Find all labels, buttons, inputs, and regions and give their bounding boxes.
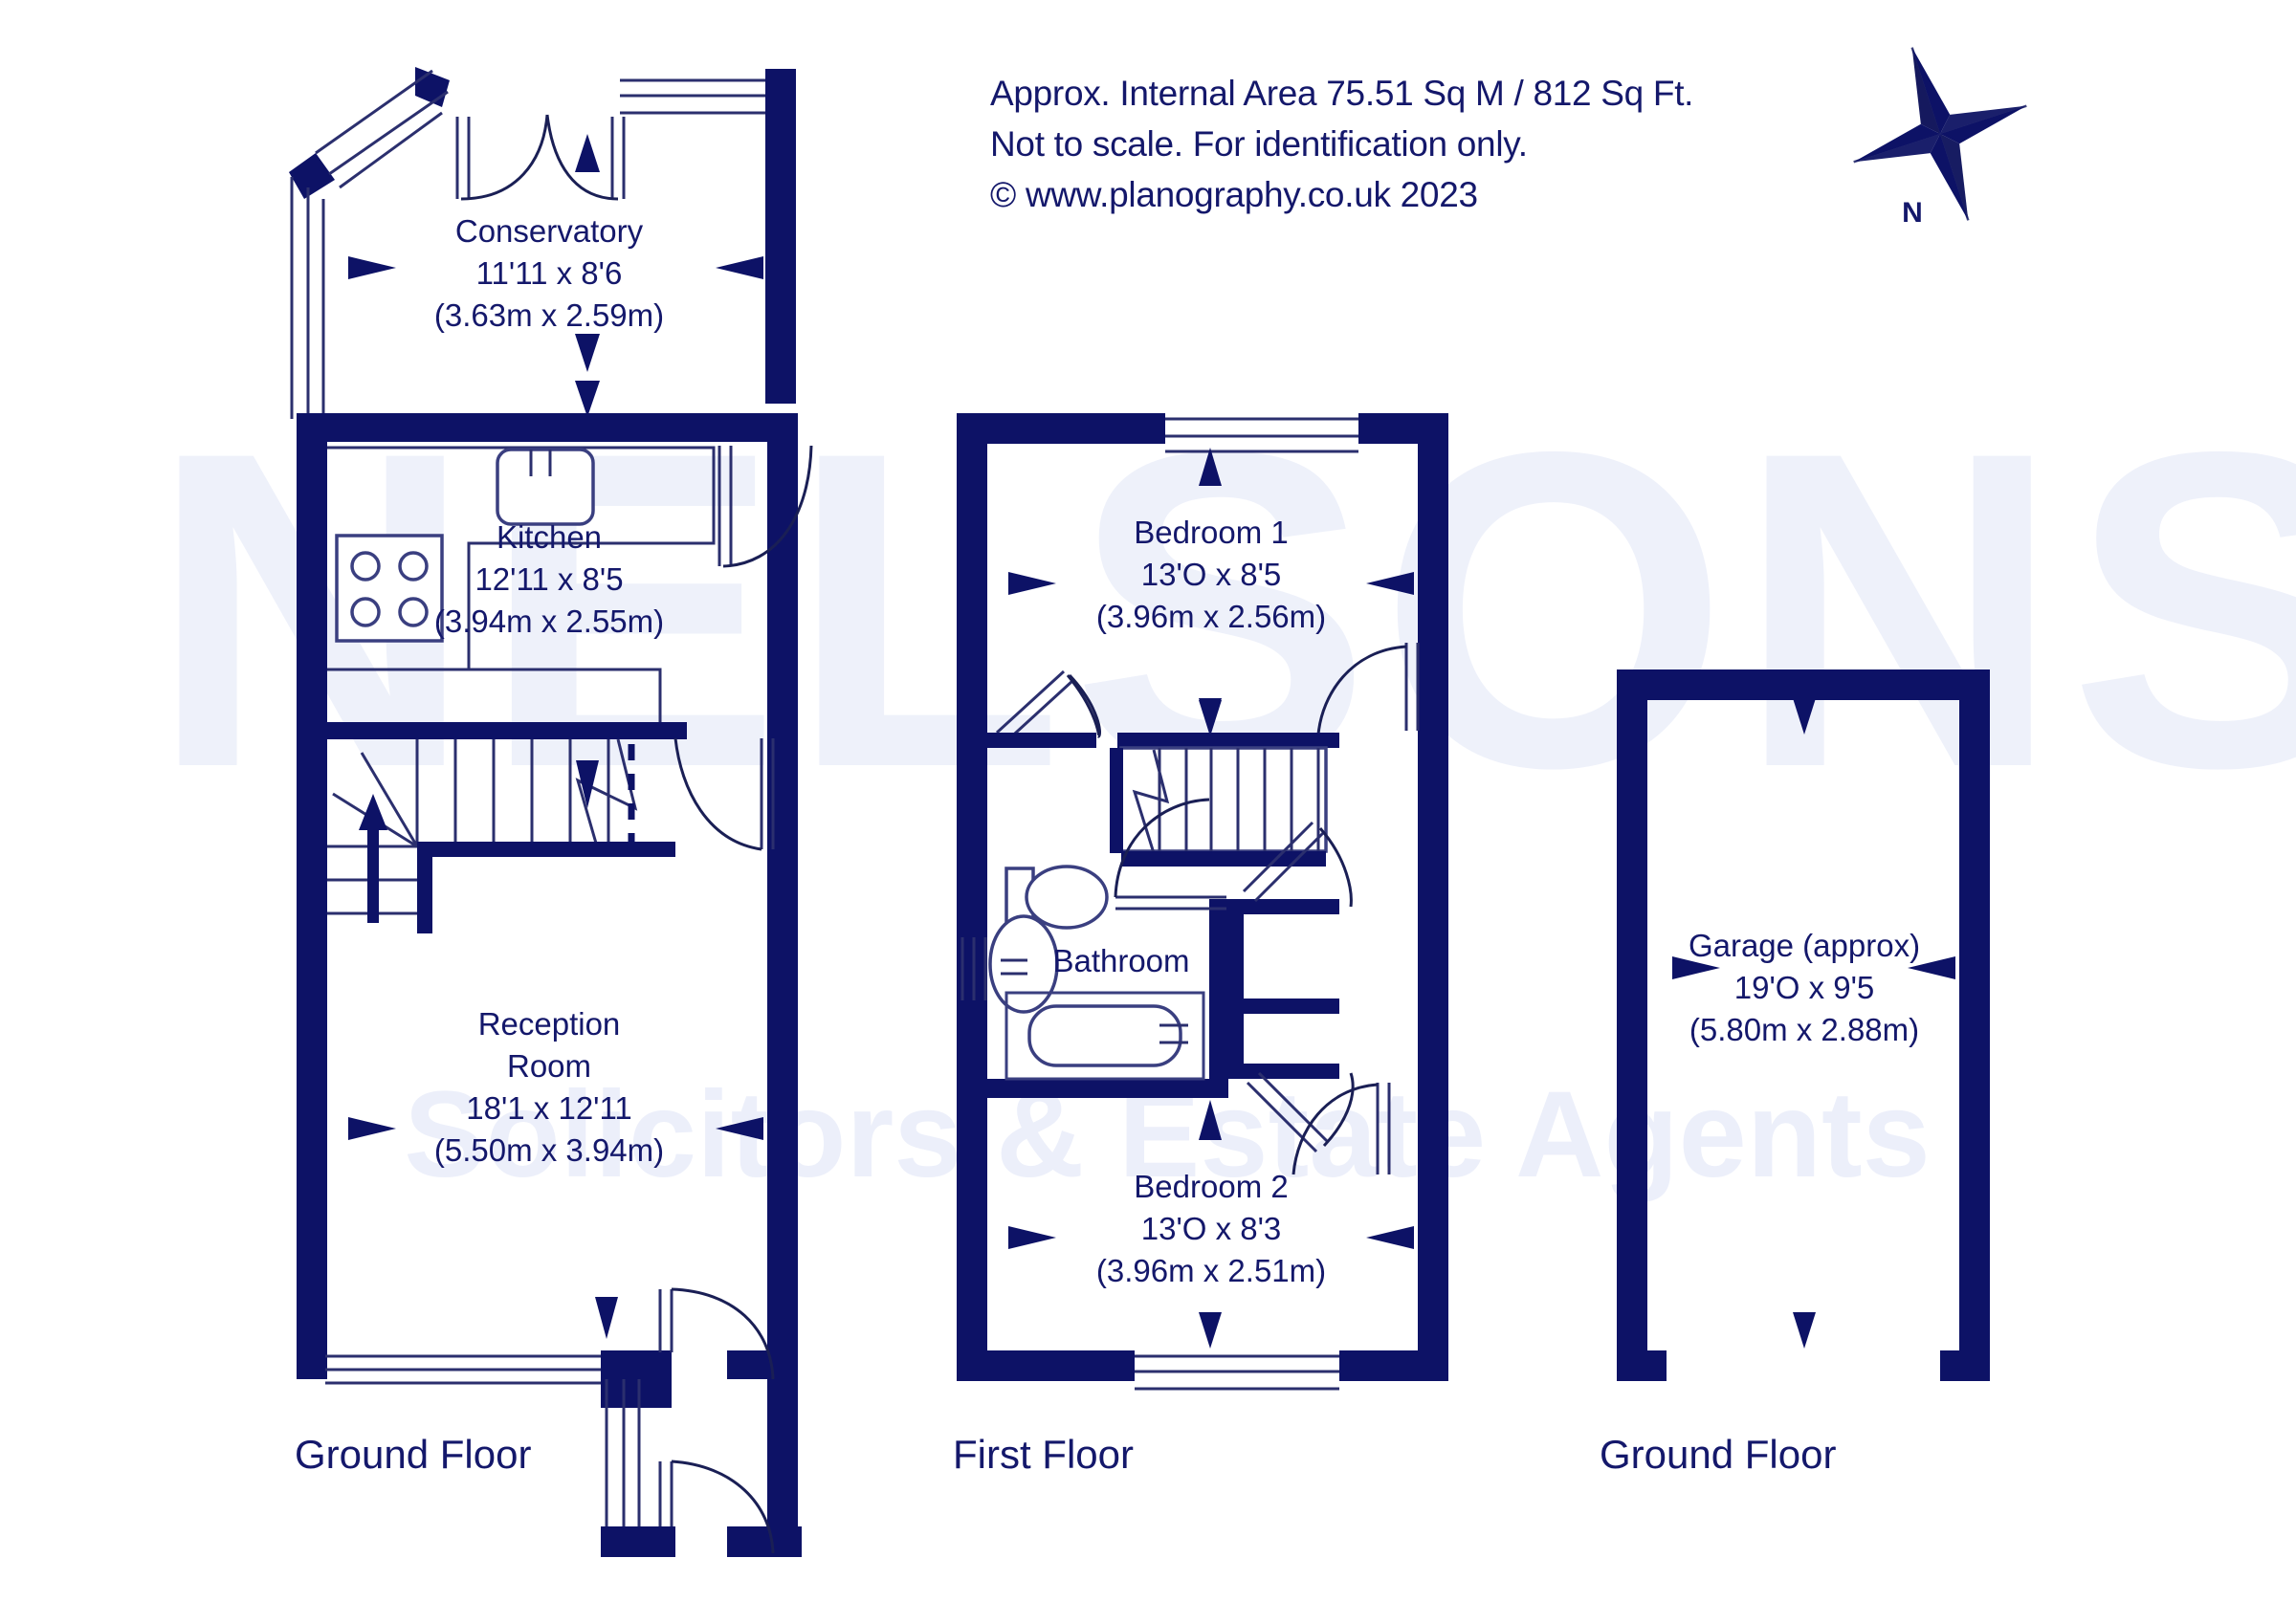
kitchen-sink-icon: [496, 448, 595, 526]
house-bottom-wall-left: [297, 1350, 325, 1379]
ff-left-wall: [957, 413, 987, 1379]
garage-right-wall: [1959, 669, 1990, 1379]
house-bottom-wall-right: [727, 1350, 798, 1379]
kitchen-hob-icon: [335, 534, 444, 643]
bathroom-name: Bathroom: [1052, 943, 1189, 978]
reception-name: Reception: [478, 1006, 621, 1042]
conservatory-dimension-arrows: [348, 134, 763, 372]
first-floor-plan: Bedroom 1 13'O x 8'5 (3.96m x 2.56m): [953, 413, 1448, 1477]
reception-bottom-window: [325, 1354, 603, 1385]
bathroom-door: [1114, 798, 1226, 911]
entrance-porch-walls: [601, 1379, 802, 1557]
house-left-outer-wall: [297, 413, 327, 1379]
conservatory-dim-metric: (3.63m x 2.59m): [434, 297, 664, 333]
airing-cupboard: [1228, 821, 1355, 1153]
conservatory-left-glazing: [290, 177, 325, 419]
bathroom-window: [957, 920, 987, 1018]
hall-top-wall: [327, 722, 687, 739]
conservatory-right-wall: [765, 69, 796, 404]
ff-right-wall: [1418, 413, 1448, 1379]
garage-bottom-wall-left: [1617, 1350, 1667, 1381]
header-line-2: Not to scale. For identification only.: [990, 124, 1528, 164]
house-bottom-wall-mid: [601, 1350, 672, 1408]
kitchen-dim-metric: (3.94m x 2.55m): [434, 604, 664, 639]
ground-floor-house-plan: Conservatory 11'11 x 8'6 (3.63m x 2.59m): [289, 67, 813, 1557]
bedroom1-window: [1165, 417, 1358, 453]
garage-top-wall: [1617, 669, 1990, 700]
bedroom2-dimension-arrows: [1008, 1100, 1414, 1349]
basin-icon: [988, 914, 1059, 1014]
bathroom-right-wall: [1209, 899, 1228, 1098]
hall-to-reception-door: [673, 737, 775, 851]
kitchen-dimension-arrows: [575, 381, 600, 417]
conservatory-dim-imperial: 11'11 x 8'6: [476, 255, 623, 291]
bedroom2-dim-metric: (3.96m x 2.51m): [1096, 1253, 1326, 1288]
header-line-3: © www.planography.co.uk 2023: [990, 175, 1478, 214]
compass-rose-icon: [1853, 47, 2027, 221]
compass-north-label: N: [1902, 197, 1923, 229]
conservatory-name: Conservatory: [455, 213, 644, 249]
first-floor-label: First Floor: [953, 1432, 1134, 1477]
garage-plan: Garage (approx) 19'O x 9'5 (5.80m x 2.88…: [1600, 669, 1990, 1477]
bathtub-icon: [1004, 991, 1205, 1081]
landing-top-wall-right: [1117, 733, 1339, 748]
front-door-upper: [595, 1287, 775, 1380]
bedroom2-name: Bedroom 2: [1134, 1169, 1288, 1204]
landing-top-wall-left: [980, 733, 1096, 748]
bedroom1-dim-metric: (3.96m x 2.56m): [1096, 599, 1326, 634]
ground-floor-house-label: Ground Floor: [295, 1432, 531, 1477]
header-block: Approx. Internal Area 75.51 Sq M / 812 S…: [990, 74, 1693, 214]
understair-dashed-line: [628, 739, 670, 853]
house-right-outer-wall-upper: [767, 413, 798, 710]
garage-bottom-wall-right: [1940, 1350, 1990, 1381]
garage-dimension-arrows: [1672, 698, 1955, 1349]
conservatory-french-doors: [455, 114, 626, 201]
kitchen-dim-imperial: 12'11 x 8'5: [475, 561, 623, 597]
bedroom1-name: Bedroom 1: [1134, 515, 1288, 550]
bedroom1-door: [1316, 643, 1420, 735]
reception-name-2: Room: [507, 1048, 591, 1084]
stair-left-wall: [1110, 748, 1123, 853]
ground-stairs: [327, 738, 675, 933]
first-floor-stairs: [1119, 700, 1328, 867]
toilet-icon: [1004, 865, 1109, 930]
garage-dim-imperial: 19'O x 9'5: [1734, 970, 1875, 1005]
bathroom-bottom-wall: [980, 1079, 1226, 1098]
garage-dim-metric: (5.80m x 2.88m): [1689, 1012, 1919, 1047]
reception-dim-imperial: 18'1 x 12'11: [466, 1090, 631, 1126]
conservatory-top-glazing: [620, 78, 765, 115]
front-door-lower: [658, 1459, 775, 1554]
ground-floor-garage-label: Ground Floor: [1600, 1432, 1836, 1477]
header-line-1: Approx. Internal Area 75.51 Sq M / 812 S…: [990, 74, 1693, 113]
kitchen-name: Kitchen: [497, 519, 602, 555]
conservatory-angled-wall: [289, 67, 450, 199]
kitchen-units: [327, 446, 716, 727]
bedroom2-door: [1292, 1083, 1391, 1175]
garage-left-wall: [1617, 669, 1647, 1379]
kitchen-top-wall-left: [297, 413, 714, 442]
garage-name: Garage (approx): [1689, 928, 1920, 963]
bedroom1-dim-imperial: 13'O x 8'5: [1141, 557, 1282, 592]
reception-dimension-arrows: [348, 1117, 763, 1140]
landing-cupboard-door: [995, 669, 1102, 744]
bedroom2-window: [1135, 1354, 1339, 1391]
ff-bottom-wall-right: [1339, 1350, 1448, 1381]
ff-bottom-wall-left: [957, 1350, 1135, 1381]
reception-dim-metric: (5.50m x 3.94m): [434, 1132, 664, 1168]
bedroom2-dim-imperial: 13'O x 8'3: [1141, 1211, 1282, 1246]
ff-top-wall-left: [957, 413, 1165, 444]
kitchen-door: [718, 445, 813, 568]
